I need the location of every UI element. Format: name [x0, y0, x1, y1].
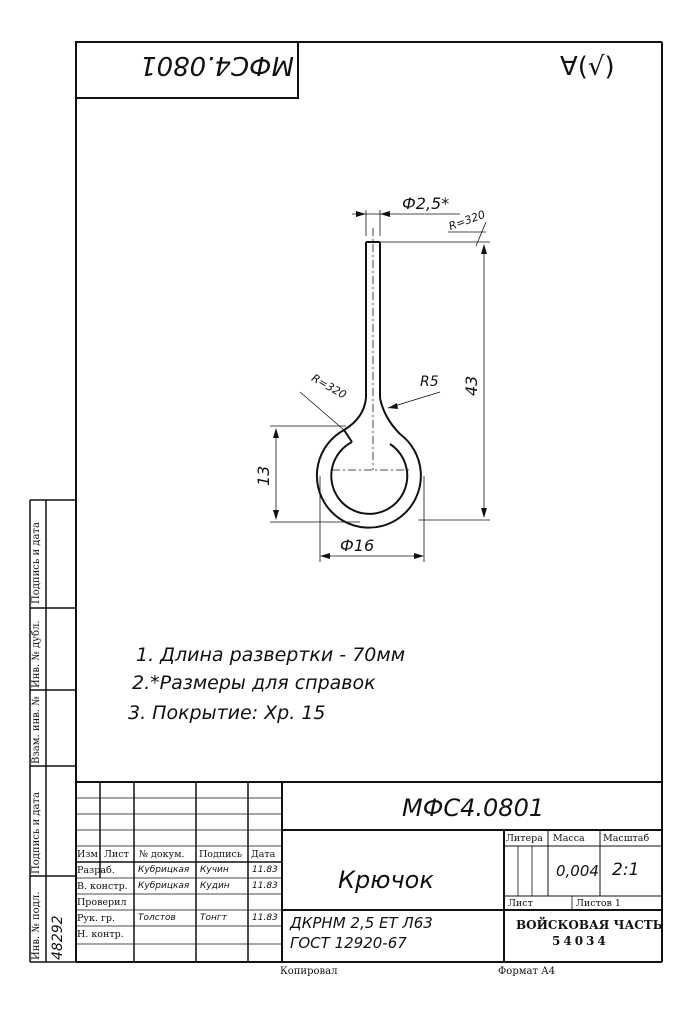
roughness-mark: ∀(√) [560, 52, 615, 82]
tb-col-doc: № докум. [139, 849, 185, 860]
side-dup-inv: Инв. № дубл. [31, 620, 42, 688]
tb-row-name: Кубрицкая [138, 865, 190, 875]
tb-scale-label: Масштаб [603, 833, 650, 844]
tb-row-role: В. констр. [77, 881, 128, 892]
dim-wire-diameter: Ф2,5* [402, 194, 450, 213]
tb-row-role: Н. контр. [77, 929, 124, 940]
note-2: 2.*Размеры для справок [132, 672, 376, 694]
tb-row-role: Рук. гр. [77, 913, 116, 924]
tb-row-name: Толстов [138, 913, 176, 923]
footer-copied: Копировал [280, 966, 338, 977]
side-orig-inv: Инв. № подл. [31, 891, 42, 960]
tb-mass-value: 0,004 [556, 862, 599, 880]
side-sign-date-bottom: Подпись и дата [31, 792, 42, 874]
tb-org-line2: 54034 [552, 934, 609, 948]
tb-row-date: 11.83 [252, 881, 278, 891]
dim-ring-height: 13 [254, 465, 273, 486]
tb-material-line2: ГОСТ 12920-67 [290, 934, 407, 952]
dim-length: 43 [462, 375, 481, 396]
tb-row-role: Разраб. [77, 865, 115, 876]
tb-litera-label: Литера [506, 833, 543, 844]
tb-sheets-label: Листов 1 [576, 898, 621, 909]
tb-row-sign: Кудин [200, 881, 230, 891]
side-sign-date-top: Подпись и дата [31, 522, 42, 604]
tb-col-date: Дата [251, 849, 276, 860]
tb-row-name: Кубрицкая [138, 881, 190, 891]
tb-col-sheet: Лист [104, 849, 129, 860]
tb-org-line1: ВОЙСКОВАЯ ЧАСТЬ [516, 918, 663, 932]
tb-row-role: Проверил [77, 897, 127, 908]
tb-col-change: Изм [77, 849, 98, 860]
tb-col-sign: Подпись [199, 849, 243, 860]
tb-mass-label: Масса [553, 833, 585, 844]
side-orig-inv-value: 48292 [50, 915, 66, 960]
tb-part-name: Крючок [338, 866, 434, 894]
tb-row-date: 11.83 [252, 913, 278, 923]
note-3: 3. Покрытие: Хр. 15 [128, 702, 326, 724]
tb-row-date: 11.83 [252, 865, 278, 875]
footer-format: Формат А4 [498, 966, 556, 977]
tb-row-sign: Тонгт [200, 913, 227, 923]
tb-sheet-label: Лист [508, 898, 533, 909]
tb-row-sign: Кучин [200, 865, 229, 875]
dim-ring-diameter: Ф16 [340, 536, 375, 555]
side-replaced-inv: Взам. инв. № [31, 696, 42, 764]
top-code-rotated: МФС4.0801 [140, 50, 294, 80]
tb-scale-value: 2:1 [612, 860, 640, 880]
dim-bend-radius: R5 [420, 374, 439, 390]
tb-material-line1: ДКРНМ 2,5 ЕТ Л63 [290, 914, 433, 932]
tb-doc-code: МФС4.0801 [402, 794, 545, 822]
note-1: 1. Длина развертки - 70мм [136, 644, 406, 666]
